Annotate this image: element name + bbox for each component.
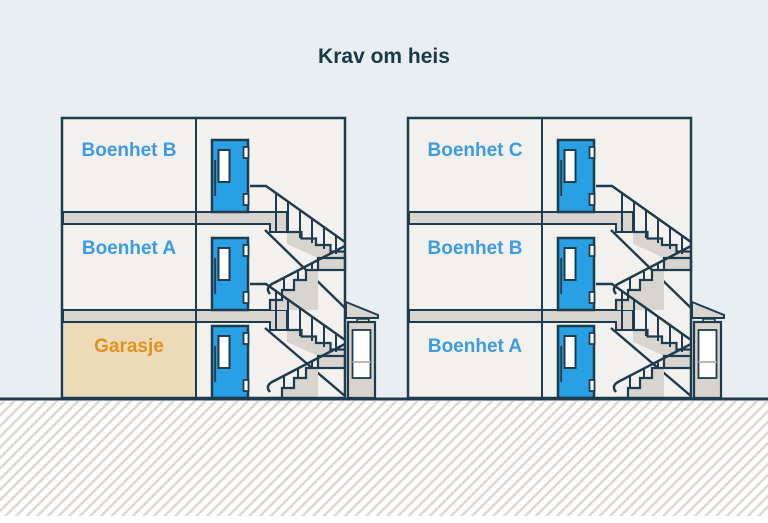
garage-room-fill (64, 323, 195, 397)
ground-hatch (0, 401, 768, 516)
diagram-title: Krav om heis (318, 45, 450, 68)
floor-label-top: Boenhet C (428, 140, 523, 161)
floor-label-garage: Garasje (94, 336, 164, 357)
floor-label-bottom: Boenhet A (428, 336, 523, 357)
floor-label-top: Boenhet B (82, 140, 177, 161)
building-wall-fill (408, 118, 691, 398)
ground-line (0, 397, 768, 401)
ground (0, 397, 768, 516)
building-left: Boenhet B Boenhet A Garasje (62, 118, 378, 398)
floor-label-middle: Boenhet B (428, 238, 523, 259)
building-right: Boenhet C Boenhet B Boenhet A (408, 118, 724, 398)
floor-label-middle: Boenhet A (82, 238, 177, 259)
